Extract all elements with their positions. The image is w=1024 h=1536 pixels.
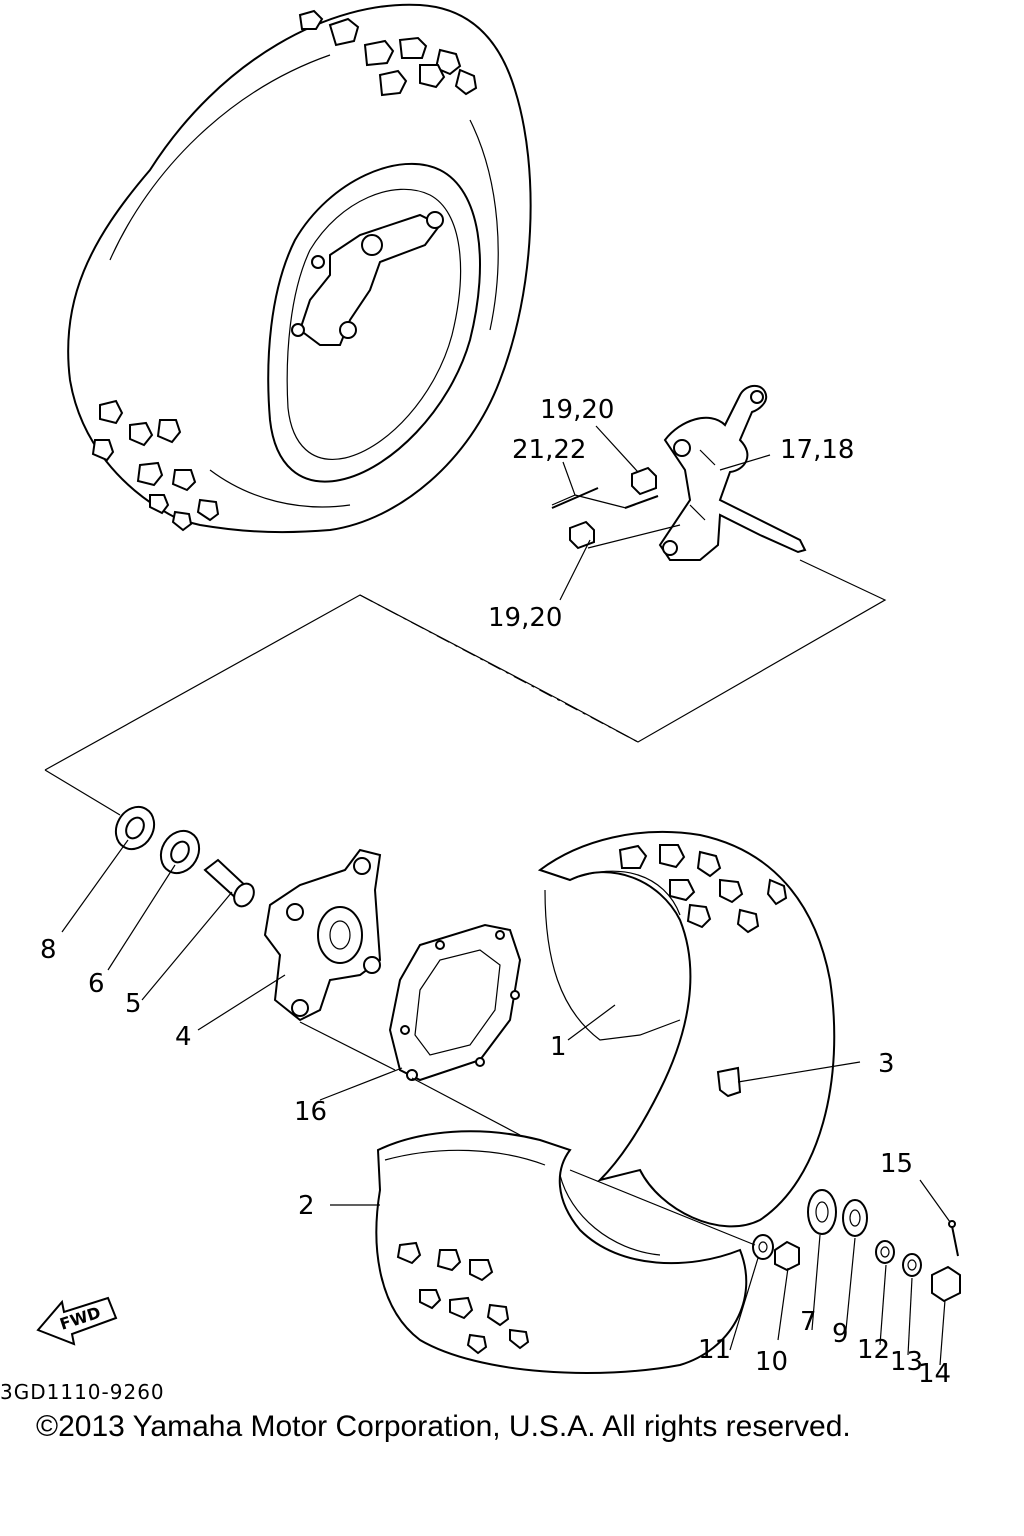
callout-9: 9 — [832, 1319, 849, 1349]
callout-13: 13 — [890, 1347, 923, 1377]
callout-21-22: 21,22 — [512, 435, 586, 465]
callout-10: 10 — [755, 1347, 788, 1377]
callout-4: 4 — [175, 1022, 192, 1052]
callout-15: 15 — [880, 1149, 913, 1179]
callout-14: 14 — [918, 1359, 951, 1389]
callout-2: 2 — [298, 1191, 315, 1221]
oil-seal — [114, 805, 156, 851]
leader-lines-top — [551, 425, 771, 601]
callout-3: 3 — [878, 1049, 895, 1079]
callout-16: 16 — [294, 1097, 327, 1127]
bearing-outer — [807, 1189, 837, 1235]
axle-nut — [774, 1240, 800, 1272]
tire-half-inner — [375, 1130, 748, 1374]
wheel-hub — [263, 848, 382, 1022]
washer-2 — [902, 1253, 922, 1277]
callout-1: 1 — [550, 1032, 567, 1062]
spacer — [203, 858, 255, 908]
bearing-inner — [159, 829, 201, 875]
callout-5: 5 — [125, 989, 142, 1019]
copyright-notice: ©2013 Yamaha Motor Corporation, U.S.A. A… — [36, 1410, 851, 1443]
callout-19-20-top: 19,20 — [540, 395, 614, 425]
callout-6: 6 — [88, 969, 105, 999]
castle-nut-top — [631, 466, 657, 496]
leader-lines — [61, 839, 951, 1366]
assembly-guide — [44, 559, 887, 816]
cotter-pin-axle — [948, 1220, 959, 1257]
tire-half-outer — [537, 830, 836, 1228]
callout-11: 11 — [698, 1335, 731, 1365]
fwd-arrow-icon: FWD — [36, 1296, 118, 1346]
callout-7: 7 — [800, 1307, 817, 1337]
callout-19-20-bottom: 19,20 — [488, 603, 562, 633]
oil-seal-outer — [842, 1199, 868, 1237]
assembled-wheel — [67, 3, 532, 534]
callout-8: 8 — [40, 935, 57, 965]
castle-nut-bottom — [569, 520, 595, 550]
callout-12: 12 — [857, 1335, 890, 1365]
rim-plate — [388, 923, 522, 1082]
callout-17-18: 17,18 — [780, 435, 854, 465]
steering-knuckle — [658, 384, 807, 561]
diagram-code: 3GD1110-9260 — [0, 1380, 165, 1404]
cotter-pins — [551, 487, 659, 509]
washer — [875, 1240, 895, 1264]
collar — [752, 1234, 774, 1260]
cap-nut — [931, 1265, 961, 1303]
valve-stem — [716, 1066, 742, 1098]
